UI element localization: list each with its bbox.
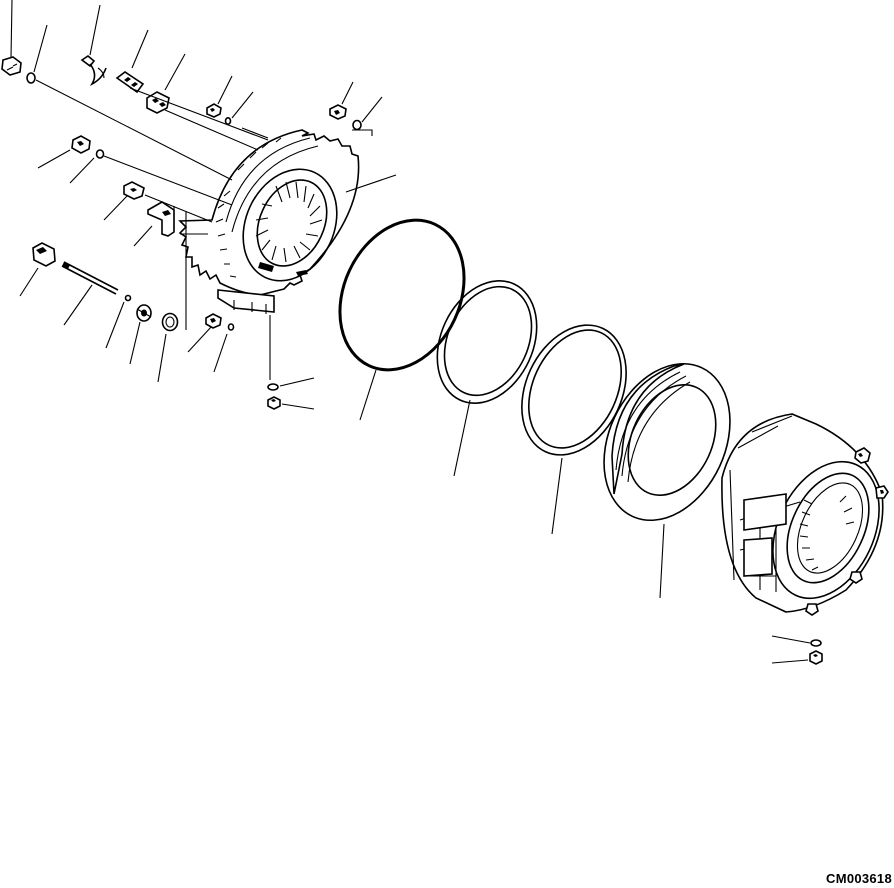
plug-with-o-ring <box>1 0 48 84</box>
washers <box>105 301 179 383</box>
leader-lines <box>35 79 269 330</box>
piston <box>603 362 731 599</box>
clutch-cylinder-housing <box>721 413 889 616</box>
nut <box>19 242 56 297</box>
adapter-fitting <box>146 53 186 114</box>
seal-ring-2 <box>521 324 627 535</box>
washer-bolt-under-housing <box>771 635 823 665</box>
seal-ring-1 <box>436 280 538 477</box>
bracket <box>133 201 187 247</box>
stud-rod <box>61 261 132 326</box>
large-o-ring <box>338 218 466 421</box>
bolts <box>206 75 383 136</box>
plugs <box>37 135 235 373</box>
nipple-fitting <box>115 29 149 94</box>
washer-bolt-under-plate <box>267 377 315 410</box>
elbow-tube-fitting <box>80 4 107 86</box>
clutch-housing-plate <box>178 129 397 380</box>
figure-code: CM003618 <box>826 871 892 886</box>
